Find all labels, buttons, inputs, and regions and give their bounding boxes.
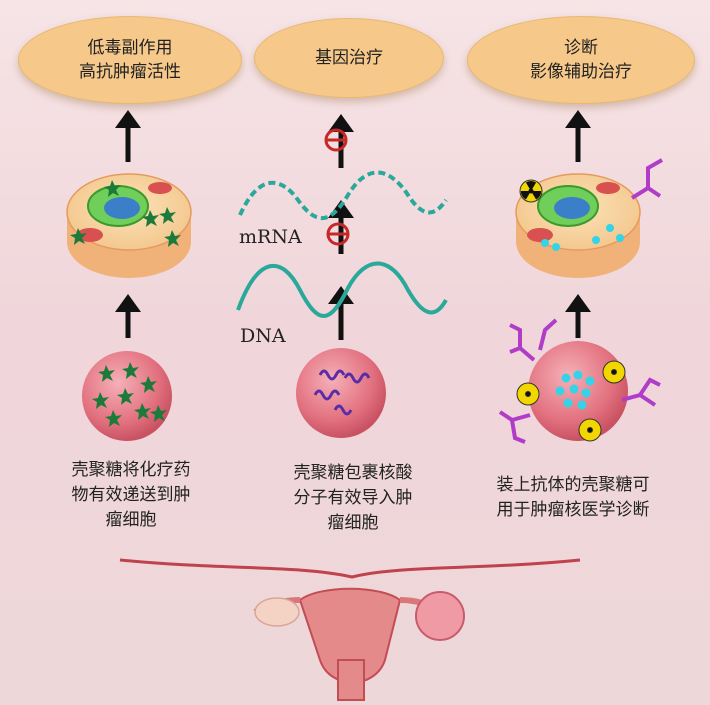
outcome-box-gene-therapy: 基因治疗 [254, 18, 444, 98]
caption-line1: 壳聚糖将化疗药 [71, 460, 191, 480]
radioactive-icon [519, 179, 543, 203]
antibody-icon-group [498, 318, 661, 444]
caption-line2: 用于肿瘤核医学诊断 [496, 500, 650, 520]
radioactive-icons [516, 360, 626, 442]
caption-line2: 物有效递送到肿 [71, 485, 191, 505]
outcome-line2: 高抗肿瘤活性 [79, 62, 181, 82]
caption-line1: 装上抗体的壳聚糖可 [496, 475, 650, 495]
caption-line3: 瘤细胞 [105, 510, 157, 530]
block-sign-middle [326, 222, 350, 246]
arrow-up-col3-top [565, 110, 591, 162]
arrow-up-col3-bottom [565, 294, 591, 338]
caption-nucleic-acid-delivery: 壳聚糖包裹核酸 分子有效导入肿 瘤细胞 [258, 461, 448, 536]
arrow-up-col1-top [115, 110, 141, 162]
mrna-label: mRNA [239, 226, 302, 248]
caption-line2: 分子有效导入肿 [293, 488, 413, 508]
caption-antibody-diagnosis: 装上抗体的壳聚糖可 用于肿瘤核医学诊断 [458, 473, 688, 523]
tumor-sphere-col2 [296, 348, 386, 438]
tumor-cell-slice-col3 [515, 173, 641, 278]
outcome-line2: 影像辅助治疗 [530, 62, 632, 82]
tumor-cell-slice-col1 [66, 173, 192, 278]
caption-line3: 瘤细胞 [327, 513, 379, 533]
antibody-icon [630, 158, 663, 200]
arrow-up-col2-bottom [328, 286, 354, 340]
dna-wave [236, 261, 448, 318]
outcome-line1: 基因治疗 [315, 48, 383, 68]
mrna-wave [238, 170, 448, 221]
caption-line1: 壳聚糖包裹核酸 [293, 463, 413, 483]
outcome-line1: 诊断 [564, 38, 598, 58]
outcome-box-diagnosis: 诊断 影像辅助治疗 [467, 16, 695, 104]
caption-chemo-delivery: 壳聚糖将化疗药 物有效递送到肿 瘤细胞 [36, 458, 226, 533]
dna-label: DNA [240, 325, 286, 347]
block-sign-top [324, 128, 348, 152]
outcome-box-low-toxicity: 低毒副作用 高抗肿瘤活性 [18, 16, 242, 104]
arrow-up-col1-bottom [115, 294, 141, 338]
reproductive-organ-illustration [119, 558, 581, 701]
outcome-line1: 低毒副作用 [87, 38, 173, 58]
tumor-sphere-col1 [82, 351, 172, 441]
tumor-sphere-col3 [528, 341, 628, 441]
